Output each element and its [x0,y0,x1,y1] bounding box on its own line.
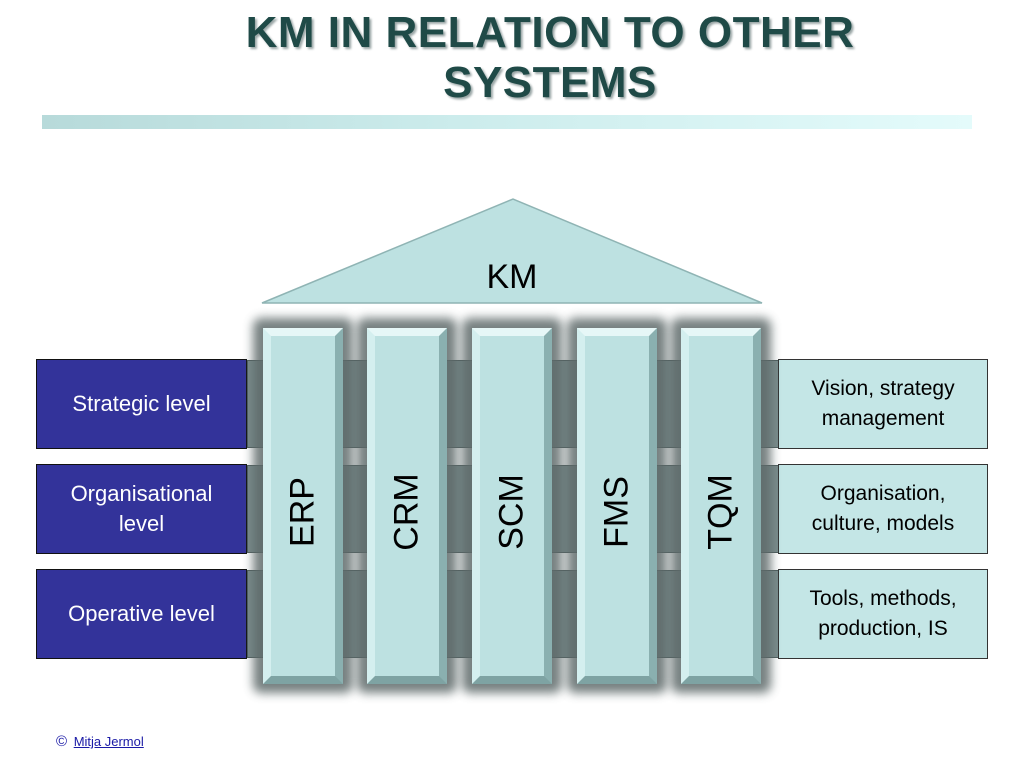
footer-credit: © Mitja Jermol [56,733,144,750]
km-roof [261,198,763,304]
description-line-2: management [821,407,945,430]
pillar-erp: ERP [263,328,343,684]
roof-label: KM [486,258,538,296]
level-label: Strategic level [72,391,211,416]
pillar-crm: CRM [367,328,447,684]
pillar-tqm: TQM [681,328,761,684]
description-line-1: Organisation, [820,482,946,505]
pillar-label: CRM [387,473,426,551]
description-text: Organisation, culture, models [812,479,954,539]
pillar-label: ERP [283,477,322,547]
author-link[interactable]: Mitja Jermol [73,734,144,749]
copyright-symbol: © [56,733,68,750]
pillar-fms: FMS [577,328,657,684]
description-line-1: Vision, strategy [811,377,955,400]
description-box-operative: Tools, methods, production, IS [778,569,988,659]
pillar-label: TQM [701,474,740,550]
pillar-label: SCM [492,474,531,550]
level-box-operative: Operative level [36,569,247,659]
title-line-2: SYSTEMS [443,58,657,107]
description-text: Vision, strategy management [811,374,954,434]
description-text: Tools, methods, production, IS [809,584,956,644]
title-underline [42,115,972,129]
level-label: Organisational level [71,479,213,539]
level-label: Operative level [68,601,215,626]
description-line-2: production, IS [818,617,948,640]
pillar-label: FMS [597,476,636,548]
level-label-line-2: level [118,511,165,536]
description-box-organisational: Organisation, culture, models [778,464,988,554]
title-line-1: KM IN RELATION TO OTHER [245,8,855,57]
description-line-1: Tools, methods, [809,587,957,610]
level-label-line-1: Organisational [70,481,213,506]
level-box-strategic: Strategic level [36,359,247,449]
pillar-scm: SCM [472,328,552,684]
level-box-organisational: Organisational level [36,464,247,554]
slide-title: KM IN RELATION TO OTHER SYSTEMS [110,8,990,108]
description-line-2: culture, models [811,512,955,535]
description-box-strategic: Vision, strategy management [778,359,988,449]
